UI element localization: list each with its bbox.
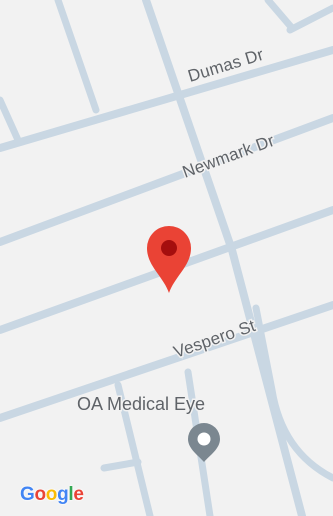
location-marker-icon[interactable]: [147, 226, 191, 293]
place-pin-icon[interactable]: [188, 423, 220, 462]
google-logo: Google: [20, 484, 84, 506]
logo-letter: l: [68, 484, 74, 505]
road-left-edge: [0, 96, 22, 144]
road-lower-left: [114, 381, 154, 516]
road-newmark-dr: [0, 114, 333, 246]
road-vespero-st: [0, 301, 333, 422]
road-lower-right: [252, 304, 333, 482]
logo-letter: G: [20, 484, 35, 505]
road-top-right-diagonal: [286, 4, 333, 34]
logo-letter: g: [57, 484, 69, 505]
road-upper-left: [54, 0, 100, 114]
road-dumas-dr: [0, 46, 333, 152]
logo-letter: o: [34, 484, 46, 505]
logo-letter: o: [45, 484, 58, 505]
road-right-spur: [264, 0, 296, 32]
road-lower-stub: [100, 458, 142, 472]
logo-letter: e: [73, 484, 84, 505]
poi-label: OA Medical Eye: [77, 394, 205, 414]
